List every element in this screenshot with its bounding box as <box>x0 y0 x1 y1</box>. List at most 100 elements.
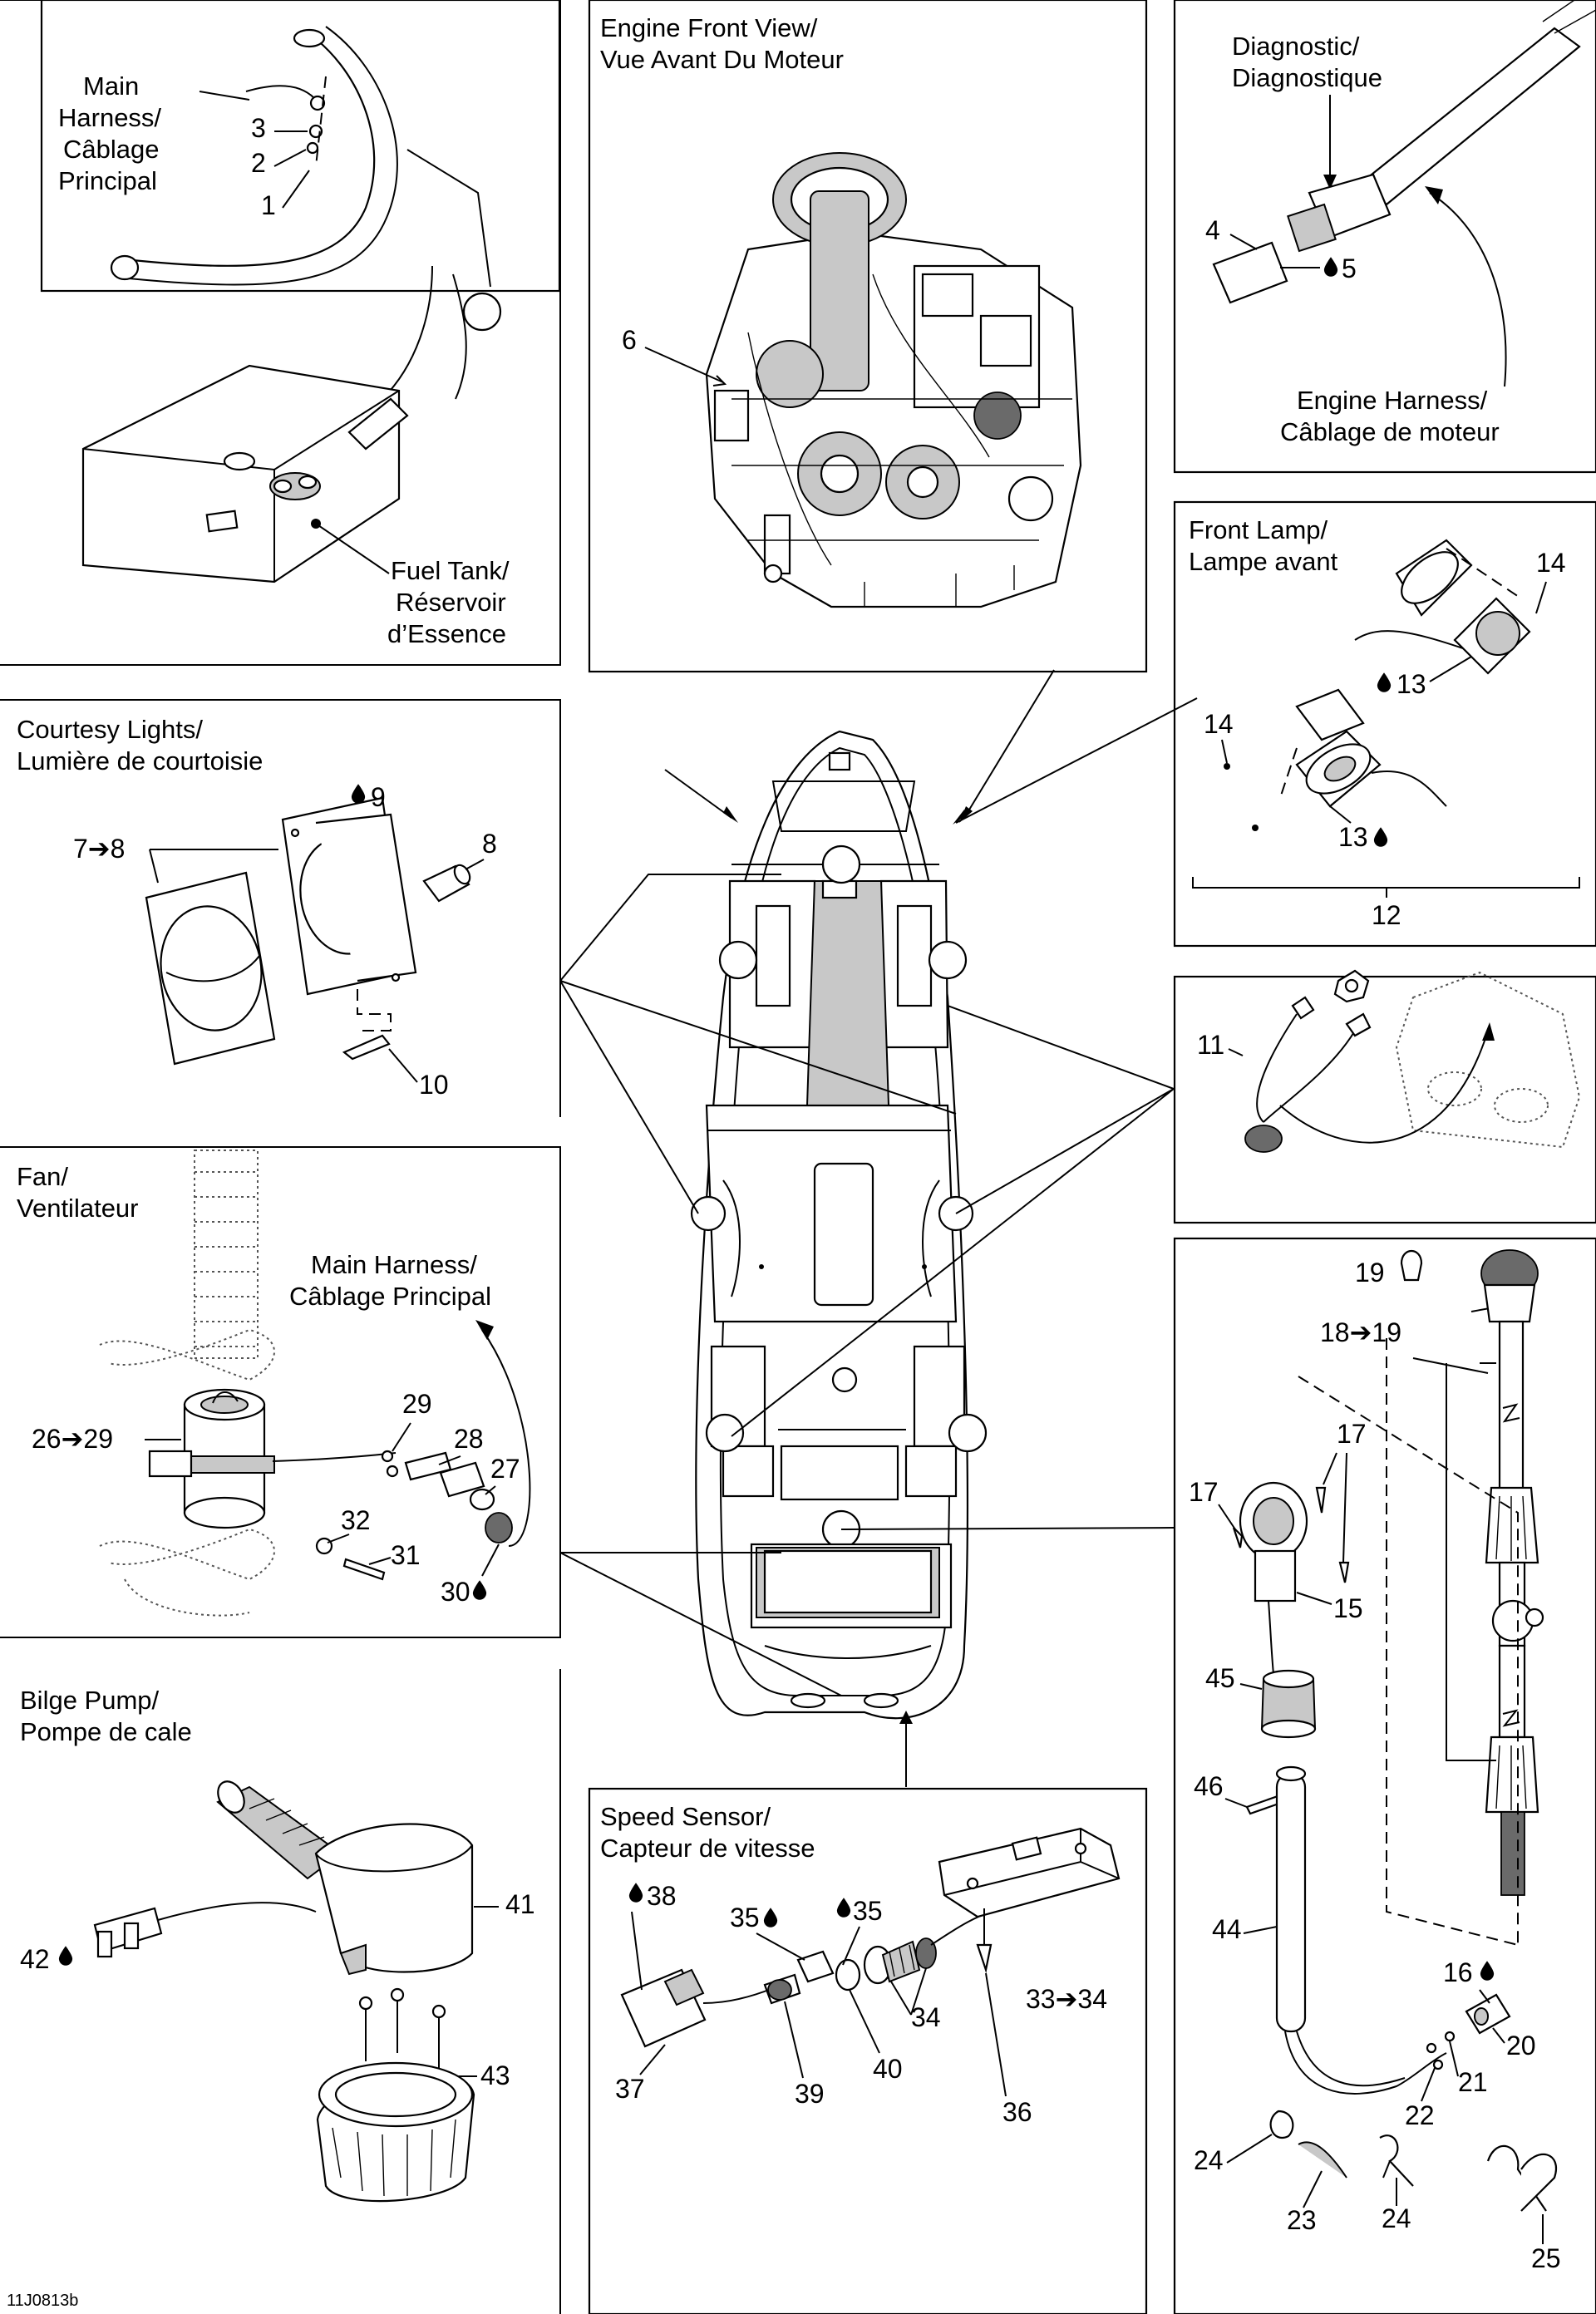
callout-11: 11 <box>1197 1030 1224 1060</box>
callout-21: 21 <box>1458 2067 1488 2097</box>
drop-icon <box>1323 257 1338 277</box>
fan-line-2: Ventilateur <box>17 1194 139 1223</box>
drop-icon <box>351 784 366 804</box>
figure-code: 11J0813b <box>7 2292 78 2310</box>
callout-22: 22 <box>1405 2100 1435 2130</box>
callout-16: 16 <box>1443 1957 1473 1987</box>
callout-35-left: 35 <box>730 1903 760 1932</box>
hull-top-view <box>559 669 1198 1787</box>
engine-front-view-line-2: Vue Avant Du Moteur <box>600 45 844 74</box>
engine-harness-line-1: Engine Harness/ <box>1297 386 1488 415</box>
callout-37: 37 <box>615 2074 645 2104</box>
callout-44: 44 <box>1212 1914 1242 1944</box>
callout-39: 39 <box>795 2079 825 2109</box>
main-harness-line-4: Principal <box>58 166 157 195</box>
callout-1: 1 <box>261 190 276 220</box>
callout-31: 31 <box>391 1540 421 1570</box>
callout-24-right: 24 <box>1382 2203 1411 2233</box>
callout-38: 38 <box>647 1881 677 1911</box>
drop-icon <box>763 1908 778 1928</box>
callout-26-to-29: 26➔29 <box>32 1424 113 1454</box>
callout-14-lower: 14 <box>1204 709 1234 739</box>
callout-7-to-8: 7➔8 <box>73 834 125 864</box>
fan-harness-line-1: Main Harness/ <box>311 1250 477 1279</box>
callout-23: 23 <box>1287 2205 1317 2235</box>
bilge-pump-panel: Bilge Pump/ Pompe de cale 42 41 43 <box>20 1686 535 2203</box>
callout-41: 41 <box>505 1889 535 1919</box>
bilge-pump-line-2: Pompe de cale <box>20 1717 192 1746</box>
callout-35-right: 35 <box>853 1896 883 1926</box>
drop-icon <box>628 1883 643 1903</box>
callout-17-left: 17 <box>1189 1477 1219 1507</box>
callout-36: 36 <box>1002 2097 1032 2127</box>
fuel-tank-line-3: d’Essence <box>387 619 506 648</box>
callout-12: 12 <box>1372 900 1401 930</box>
main-harness-line-2: Harness/ <box>58 103 161 132</box>
callout-32: 32 <box>341 1505 371 1535</box>
callout-25: 25 <box>1531 2243 1561 2273</box>
diagnostic-title-line-2: Diagnostique <box>1232 63 1382 92</box>
callout-33-to-34: 33➔34 <box>1026 1984 1107 2014</box>
engine-front-view-line-1: Engine Front View/ <box>600 13 818 42</box>
courtesy-lights-line-2: Lumière de courtoisie <box>17 746 263 775</box>
callout-9: 9 <box>371 782 386 812</box>
fan-panel: Fan/ Ventilateur Main Harness/ Câblage P… <box>17 1150 531 1617</box>
connector-panel: 11 <box>1197 969 1581 1153</box>
callout-27: 27 <box>490 1454 520 1484</box>
callout-14-upper: 14 <box>1536 548 1566 578</box>
engine-harness-line-2: Câblage de moteur <box>1280 417 1500 446</box>
leader-main-harness <box>199 91 250 101</box>
speed-sensor-panel: Speed Sensor/ Capteur de vitesse 38 35 3… <box>600 1802 1121 2127</box>
callout-46: 46 <box>1194 1771 1224 1801</box>
fuel-tank-line-2: Réservoir <box>396 588 506 617</box>
callout-15: 15 <box>1333 1593 1363 1623</box>
callout-45: 45 <box>1205 1663 1235 1693</box>
main-harness-line-3: Câblage <box>63 135 159 164</box>
callout-30: 30 <box>441 1577 470 1607</box>
callout-18-to-19: 18➔19 <box>1320 1317 1401 1347</box>
front-lamp-panel: Front Lamp/ Lampe avant 14 13 14 13 12 <box>1189 515 1580 930</box>
callout-13-upper: 13 <box>1396 669 1426 699</box>
diagnostic-panel: Diagnostic/ Diagnostique 4 5 Engine Harn… <box>1205 0 1596 446</box>
callout-40: 40 <box>873 2054 903 2084</box>
drop-icon <box>58 1946 73 1966</box>
callout-34: 34 <box>911 2002 941 2032</box>
engine-front-view-panel: Engine Front View/ Vue Avant Du Moteur 6 <box>600 13 1082 608</box>
speed-sensor-line-2: Capteur de vitesse <box>600 1834 815 1863</box>
drop-icon <box>1480 1961 1495 1981</box>
main-harness-line-1: Main <box>83 71 139 101</box>
callout-19: 19 <box>1355 1258 1385 1287</box>
bilge-pump-line-1: Bilge Pump/ <box>20 1686 160 1715</box>
callout-3: 3 <box>251 113 266 143</box>
callout-8: 8 <box>482 829 497 859</box>
drop-icon <box>472 1580 487 1600</box>
callout-4: 4 <box>1205 215 1220 245</box>
callout-42: 42 <box>20 1944 50 1974</box>
fan-line-1: Fan/ <box>17 1162 68 1191</box>
callout-6: 6 <box>622 325 637 355</box>
callout-5: 5 <box>1342 254 1357 283</box>
callout-28: 28 <box>454 1424 484 1454</box>
callout-20: 20 <box>1506 2031 1536 2060</box>
callout-10: 10 <box>419 1070 449 1100</box>
diagnostic-title-line-1: Diagnostic/ <box>1232 32 1360 61</box>
mast-light-panel: 19 18➔19 17 17 15 <box>1189 1249 1561 2273</box>
callout-17-right: 17 <box>1337 1419 1367 1449</box>
speed-sensor-line-1: Speed Sensor/ <box>600 1802 771 1831</box>
courtesy-lights-line-1: Courtesy Lights/ <box>17 715 203 744</box>
fan-harness-line-2: Câblage Principal <box>289 1282 491 1311</box>
callout-2: 2 <box>251 148 266 178</box>
callout-24-left: 24 <box>1194 2145 1224 2175</box>
drop-icon <box>1377 672 1392 692</box>
courtesy-lights-panel: Courtesy Lights/ Lumière de courtoisie 7… <box>17 715 497 1100</box>
fuel-tank-line-1: Fuel Tank/ <box>391 556 510 585</box>
front-lamp-line-2: Lampe avant <box>1189 547 1338 576</box>
drop-icon <box>1373 827 1388 847</box>
front-lamp-line-1: Front Lamp/ <box>1189 515 1328 544</box>
callout-43: 43 <box>480 2060 510 2090</box>
fuel-tank-panel: Main Harness/ Câblage Principal 3 2 1 <box>58 26 510 648</box>
callout-29: 29 <box>402 1389 432 1419</box>
callout-13-lower: 13 <box>1338 822 1368 852</box>
